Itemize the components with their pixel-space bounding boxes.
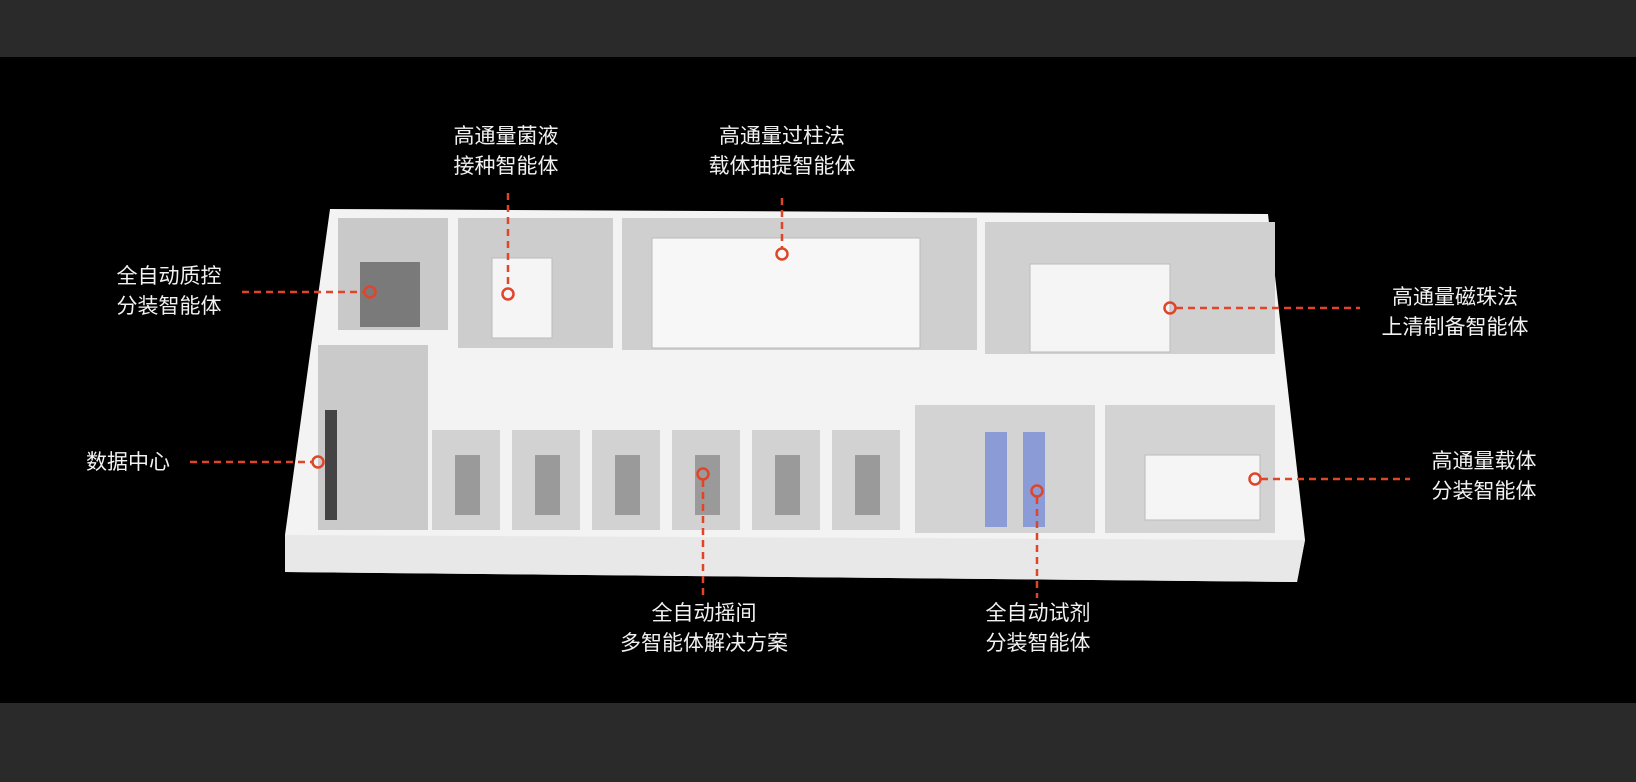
label-line: 分装智能体 <box>116 294 222 318</box>
label-magnetic-bead: 高通量磁珠法 上清制备智能体 <box>1382 282 1529 342</box>
label-line: 载体抽提智能体 <box>708 154 856 178</box>
building-front-face <box>285 535 1305 582</box>
label-line: 全自动摇间 <box>651 601 757 625</box>
label-line: 全自动试剂 <box>985 601 1091 625</box>
callout-markers <box>311 247 1262 498</box>
marker-vector <box>1248 472 1262 486</box>
server-racks <box>325 410 337 520</box>
reagent-instrument-1 <box>985 432 1007 527</box>
label-line: 接种智能体 <box>453 154 559 178</box>
qc-instrument <box>360 262 420 327</box>
label-vector-dispensing: 高通量载体 分装智能体 <box>1432 446 1537 506</box>
label-inoculation: 高通量菌液 接种智能体 <box>454 121 559 181</box>
marker-column <box>775 247 789 261</box>
inoculation-instrument <box>491 257 553 339</box>
magnetic-instrument <box>1029 263 1171 353</box>
marker-reagent <box>1030 484 1044 498</box>
marker-shaker <box>696 467 710 481</box>
label-column-extraction: 高通量过柱法 载体抽提智能体 <box>709 121 856 181</box>
label-line: 高通量载体 <box>1431 449 1537 473</box>
label-line: 高通量菌液 <box>453 124 559 148</box>
marker-magnetic <box>1163 301 1177 315</box>
label-line: 上清制备智能体 <box>1381 315 1529 339</box>
label-line: 高通量过柱法 <box>719 124 845 148</box>
label-line: 分装智能体 <box>985 631 1091 655</box>
label-data-center: 数据中心 <box>86 447 170 477</box>
marker-qc <box>363 285 377 299</box>
label-shaker-room: 全自动摇间 多智能体解决方案 <box>620 598 788 658</box>
label-reagent-dispensing: 全自动试剂 分装智能体 <box>986 598 1091 658</box>
label-line: 分装智能体 <box>1431 479 1537 503</box>
vector-instrument <box>1144 454 1261 521</box>
label-line: 高通量磁珠法 <box>1392 285 1518 309</box>
label-line: 多智能体解决方案 <box>620 631 788 655</box>
shaker-units <box>455 455 880 515</box>
label-qc-dispensing: 全自动质控 分装智能体 <box>117 261 222 321</box>
label-line: 数据中心 <box>86 450 170 474</box>
label-line: 全自动质控 <box>116 264 222 288</box>
reagent-instrument-2 <box>1023 432 1045 527</box>
marker-data-center <box>311 455 325 469</box>
callout-lines <box>190 193 1410 598</box>
column-instrument <box>651 237 921 349</box>
marker-inoculation <box>501 287 515 301</box>
